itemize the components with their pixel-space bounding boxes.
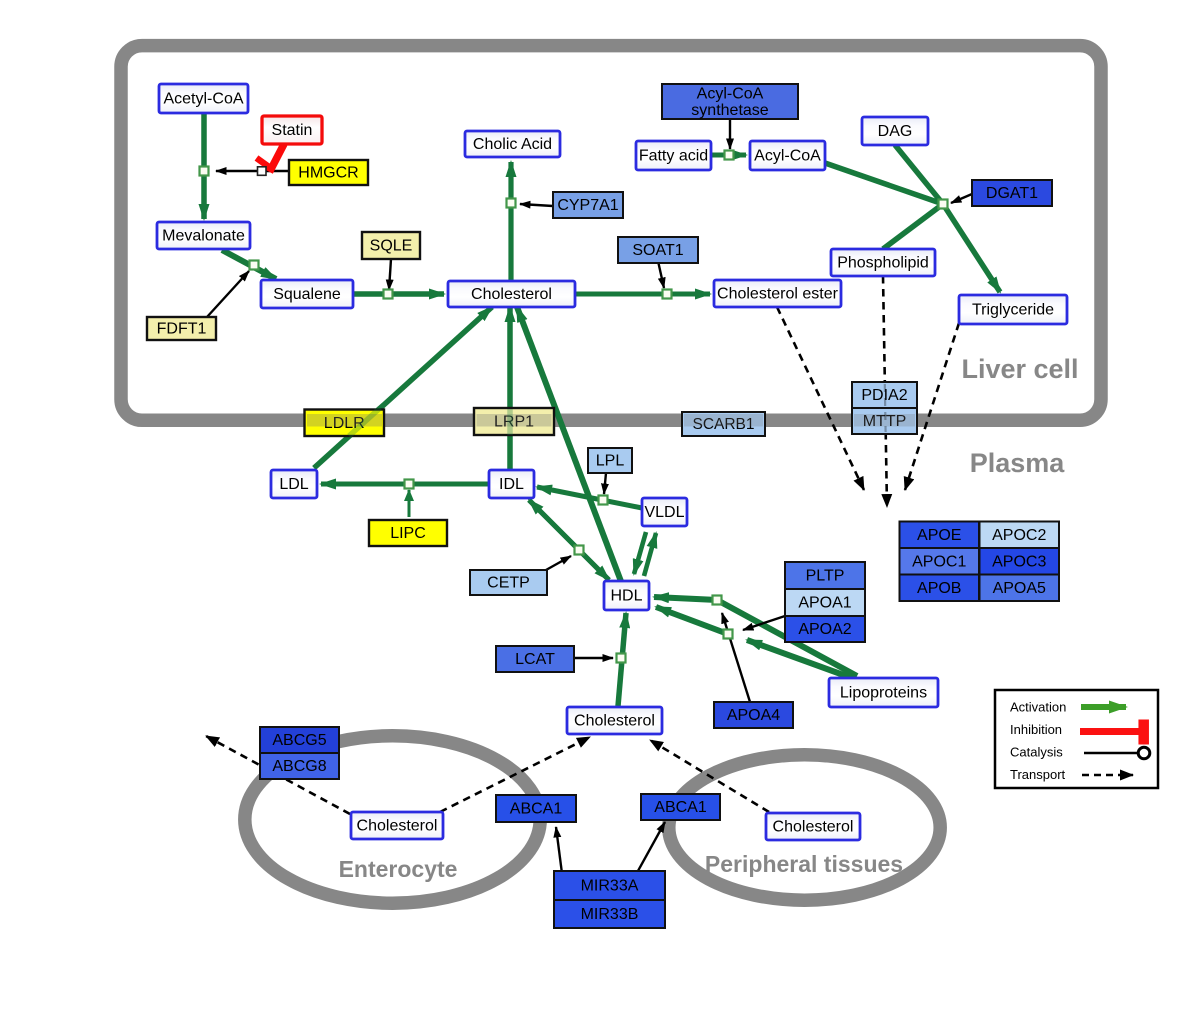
svg-text:Cholesterol: Cholesterol — [357, 818, 438, 835]
svg-text:LIPC: LIPC — [390, 525, 426, 542]
svg-text:Peripheral tissues: Peripheral tissues — [705, 851, 903, 877]
svg-text:Fatty acid: Fatty acid — [639, 148, 708, 165]
svg-text:Statin: Statin — [272, 122, 313, 139]
svg-text:APOE: APOE — [917, 527, 961, 544]
svg-text:Activation: Activation — [1010, 700, 1066, 715]
svg-text:LDLR: LDLR — [324, 415, 365, 432]
svg-text:PLTP: PLTP — [806, 568, 845, 585]
svg-text:Acyl-CoA: Acyl-CoA — [697, 86, 764, 103]
svg-text:APOC2: APOC2 — [992, 527, 1046, 544]
svg-text:Lipoproteins: Lipoproteins — [840, 685, 927, 702]
svg-text:Acetyl-CoA: Acetyl-CoA — [163, 91, 243, 108]
svg-text:synthetase: synthetase — [691, 102, 768, 119]
svg-text:APOC1: APOC1 — [912, 553, 966, 570]
svg-text:SQLE: SQLE — [370, 238, 413, 255]
svg-text:Acyl-CoA: Acyl-CoA — [754, 148, 821, 165]
svg-text:LDL: LDL — [279, 476, 308, 493]
svg-text:Cholesterol ester: Cholesterol ester — [717, 286, 839, 303]
svg-text:DGAT1: DGAT1 — [986, 185, 1038, 202]
svg-text:Inhibition: Inhibition — [1010, 722, 1062, 737]
svg-text:MIR33B: MIR33B — [581, 906, 639, 923]
svg-text:ABCG5: ABCG5 — [272, 732, 326, 749]
svg-text:Enterocyte: Enterocyte — [339, 856, 458, 882]
svg-text:Plasma: Plasma — [970, 448, 1066, 478]
svg-text:HDL: HDL — [610, 588, 642, 605]
svg-text:LCAT: LCAT — [515, 651, 555, 668]
svg-text:ABCA1: ABCA1 — [510, 801, 563, 818]
svg-text:Liver cell: Liver cell — [961, 354, 1078, 384]
svg-text:SOAT1: SOAT1 — [632, 242, 683, 259]
svg-text:APOA1: APOA1 — [798, 595, 851, 612]
svg-text:LPL: LPL — [596, 453, 625, 470]
svg-text:FDFT1: FDFT1 — [157, 321, 207, 338]
svg-text:APOA2: APOA2 — [798, 621, 851, 638]
svg-text:CYP7A1: CYP7A1 — [557, 197, 618, 214]
svg-text:DAG: DAG — [878, 123, 913, 140]
svg-text:IDL: IDL — [499, 476, 524, 493]
svg-text:APOA5: APOA5 — [993, 580, 1046, 597]
svg-text:Triglyceride: Triglyceride — [972, 302, 1054, 319]
svg-text:PDIA2: PDIA2 — [861, 387, 907, 404]
svg-text:Transport: Transport — [1010, 767, 1066, 782]
svg-text:Mevalonate: Mevalonate — [162, 228, 245, 245]
svg-text:Cholesterol: Cholesterol — [574, 713, 655, 730]
svg-text:SCARB1: SCARB1 — [692, 416, 754, 433]
svg-text:Phospholipid: Phospholipid — [837, 255, 929, 272]
svg-text:APOA4: APOA4 — [727, 707, 780, 724]
svg-text:Squalene: Squalene — [273, 286, 341, 303]
svg-text:Cholic Acid: Cholic Acid — [473, 136, 552, 153]
svg-text:CETP: CETP — [487, 575, 530, 592]
svg-text:MIR33A: MIR33A — [581, 878, 639, 895]
svg-text:Cholesterol: Cholesterol — [773, 819, 854, 836]
svg-text:APOB: APOB — [917, 580, 961, 597]
svg-text:ABCA1: ABCA1 — [654, 799, 707, 816]
svg-text:MTTP: MTTP — [863, 413, 907, 430]
svg-text:Cholesterol: Cholesterol — [471, 286, 552, 303]
svg-text:LRP1: LRP1 — [494, 414, 534, 431]
svg-text:APOC3: APOC3 — [992, 553, 1046, 570]
svg-text:HMGCR: HMGCR — [298, 165, 358, 182]
svg-text:Catalysis: Catalysis — [1010, 745, 1063, 760]
svg-text:VLDL: VLDL — [644, 504, 684, 521]
svg-text:ABCG8: ABCG8 — [272, 758, 326, 775]
